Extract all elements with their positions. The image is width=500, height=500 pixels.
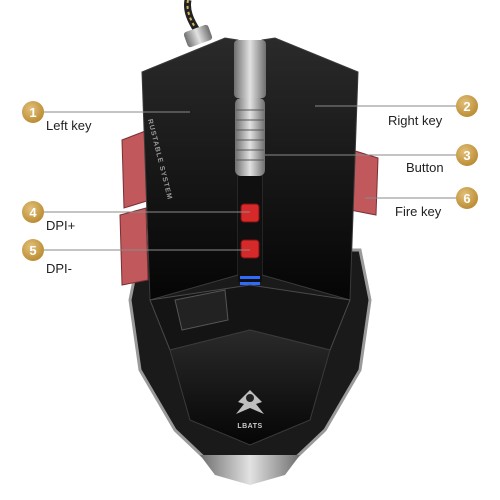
callout-badge	[22, 201, 44, 223]
mouse-cable	[183, 0, 213, 48]
callout-badge	[456, 144, 478, 166]
callout-badge	[456, 95, 478, 117]
callout-4: 4 DPI+	[22, 201, 75, 233]
callout-1: 1 Left key	[22, 101, 92, 133]
callout-number: 2	[463, 99, 470, 114]
brand-text: LBATS	[237, 423, 262, 430]
callout-number: 5	[29, 243, 36, 258]
callout-label: DPI+	[46, 218, 75, 233]
callout-label: Fire key	[395, 204, 442, 219]
callout-badge	[22, 239, 44, 261]
callout-2: 2 Right key	[388, 95, 478, 128]
callout-label: Right key	[388, 113, 443, 128]
callout-number: 6	[463, 191, 470, 206]
dpi-minus-button[interactable]	[240, 239, 260, 259]
callout-badge	[456, 187, 478, 209]
callout-label: DPI-	[46, 261, 72, 276]
callout-number: 3	[463, 148, 470, 163]
callout-badge	[22, 101, 44, 123]
callout-label: Left key	[46, 118, 92, 133]
callout-label: Button	[406, 160, 444, 175]
leader-lines	[44, 105, 457, 251]
mouse-body: LBATS RUSTABLE SYSTEM	[119, 37, 379, 485]
callout-number: 4	[29, 205, 37, 220]
callout-number: 1	[29, 105, 36, 120]
callout-6: 6 Fire key	[395, 187, 478, 219]
callout-3: 3 Button	[406, 144, 478, 175]
callout-5: 5 DPI-	[22, 239, 72, 276]
scroll-wheel	[234, 40, 266, 176]
brand-logo	[236, 390, 264, 414]
dpi-plus-button[interactable]	[240, 203, 260, 223]
